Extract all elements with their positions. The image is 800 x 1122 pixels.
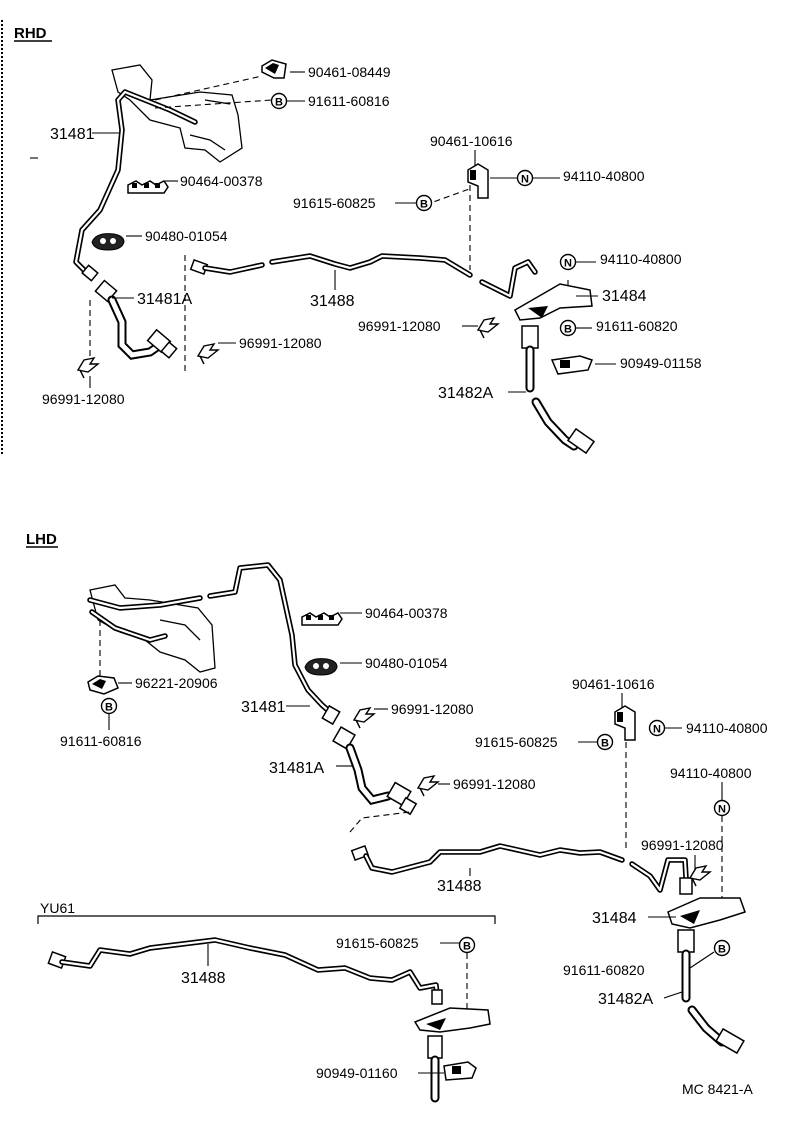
- clip-96991-12080-right: [477, 317, 499, 339]
- yu61-section: YU61 31488 91615-60825 90949-01160: [37, 900, 496, 1103]
- label-31484: 31484: [602, 288, 647, 305]
- clip-96991-12080-center: [197, 343, 219, 365]
- bolt-symbol-b-lhd: [100, 697, 118, 715]
- brake-hose-31482a: [521, 325, 596, 455]
- nut-symbol-n-right: [559, 253, 577, 271]
- label-31488-yu61: 31488: [181, 970, 226, 987]
- label-31482a-lhd: 31482A: [598, 991, 653, 1008]
- label-90461-10616-lhd: 90461-10616: [572, 676, 655, 692]
- bracket-31484-lhd: [667, 897, 746, 929]
- label-90480-01054-lhd: 90480-01054: [365, 655, 448, 671]
- label-91615-60825-yu61: 91615-60825: [336, 935, 419, 951]
- label-90464-00378-lhd: 90464-00378: [365, 605, 448, 621]
- label-91615-60825-lhd: 91615-60825: [475, 734, 558, 750]
- label-94110-40800-right: 94110-40800: [600, 251, 682, 267]
- label-94110-40800-top: 94110-40800: [563, 168, 645, 184]
- rhd-section: RHD: [14, 25, 702, 455]
- label-91611-60820-lhd: 91611-60820: [563, 962, 645, 978]
- label-31482a: 31482A: [438, 385, 493, 402]
- rhd-section-title: RHD: [14, 25, 47, 42]
- bolt-symbol-b-91611-60820-lhd: [713, 939, 731, 957]
- label-91611-60816: 91611-60816: [308, 93, 390, 109]
- clip-96991-12080-left: [77, 357, 99, 379]
- clip-90949-01158: [550, 355, 593, 375]
- clamp-90461-08449: [261, 59, 287, 79]
- bracket-31484: [514, 283, 593, 321]
- nut-symbol-n-lhd-b: [713, 799, 731, 817]
- label-96991-12080-right: 96991-12080: [358, 318, 441, 334]
- brake-hose-31481a: [81, 264, 178, 360]
- label-31488-lhd: 31488: [437, 878, 482, 895]
- grommet-90480-01054: [91, 233, 125, 251]
- figure-code: MC 8421-A: [682, 1081, 753, 1097]
- label-31481a: 31481A: [137, 291, 192, 308]
- clamp-90461-10616-lhd: [614, 705, 636, 741]
- brake-pipe-31481: [73, 89, 198, 275]
- hose-yu61: [427, 1035, 443, 1103]
- label-91615-60825: 91615-60825: [293, 195, 376, 211]
- nut-symbol-n-lhd-a: [648, 719, 666, 737]
- clamp-90461-10616: [467, 163, 489, 199]
- label-96221-20906: 96221-20906: [135, 675, 218, 691]
- brake-pipe-31488-lhd: [350, 843, 693, 895]
- brake-pipe-31481-lhd: [87, 562, 333, 715]
- clamp-96221-20906: [87, 675, 119, 695]
- label-96991-12080-center: 96991-12080: [239, 335, 322, 351]
- clip-96991-12080-lhd-c: [689, 865, 711, 887]
- lhd-section-title: LHD: [26, 531, 57, 548]
- bolt-symbol-b-91611-60820: [559, 319, 577, 337]
- clip-90949-01160: [443, 1061, 477, 1081]
- brake-hose-31482a-lhd: [677, 929, 745, 1055]
- label-96991-12080-lhd-c: 96991-12080: [641, 837, 724, 853]
- label-31481a-lhd: 31481A: [269, 760, 324, 777]
- nut-symbol-n-top: [516, 169, 534, 187]
- clip-90464-00378-lhd: [301, 612, 343, 626]
- grommet-90480-01054-lhd: [304, 658, 338, 676]
- bolt-symbol-b: [270, 92, 288, 110]
- label-90480-01054: 90480-01054: [145, 228, 228, 244]
- label-90949-01160: 90949-01160: [316, 1065, 398, 1081]
- label-96991-12080-lhd-a: 96991-12080: [391, 701, 474, 717]
- label-31481: 31481: [50, 126, 95, 143]
- clip-96991-12080-lhd-b: [417, 775, 439, 797]
- label-96991-12080-lhd-b: 96991-12080: [453, 776, 536, 792]
- label-90949-01158: 90949-01158: [620, 355, 702, 371]
- label-91611-60816-lhd: 91611-60816: [60, 733, 142, 749]
- label-31481-lhd: 31481: [241, 699, 286, 716]
- clip-90464-00378: [127, 180, 169, 194]
- label-90461-10616: 90461-10616: [430, 133, 513, 149]
- label-31488: 31488: [310, 293, 355, 310]
- label-94110-40800-lhd-b: 94110-40800: [670, 765, 752, 781]
- brake-hose-31481a-lhd: [321, 704, 418, 816]
- bolt-symbol-b-91615: [415, 194, 433, 212]
- label-31484-lhd: 31484: [592, 910, 637, 927]
- lhd-section: LHD 90464-00378 90480-01054: [26, 531, 768, 1055]
- label-91611-60820: 91611-60820: [596, 318, 678, 334]
- bracket-yu61: [413, 1007, 491, 1033]
- brake-pipe-31488: [189, 253, 538, 299]
- bolt-symbol-b-yu61: [458, 936, 476, 954]
- label-94110-40800-lhd-a: 94110-40800: [686, 720, 768, 736]
- brake-pipe-31488-yu61: [47, 937, 443, 1005]
- bolt-symbol-b-91615-lhd: [596, 733, 614, 751]
- label-90464-00378: 90464-00378: [180, 173, 263, 189]
- yu61-section-title: YU61: [40, 900, 75, 916]
- label-96991-12080-left: 96991-12080: [42, 391, 125, 407]
- label-90461-08449: 90461-08449: [308, 64, 391, 80]
- clip-96991-12080-lhd-a: [353, 707, 375, 729]
